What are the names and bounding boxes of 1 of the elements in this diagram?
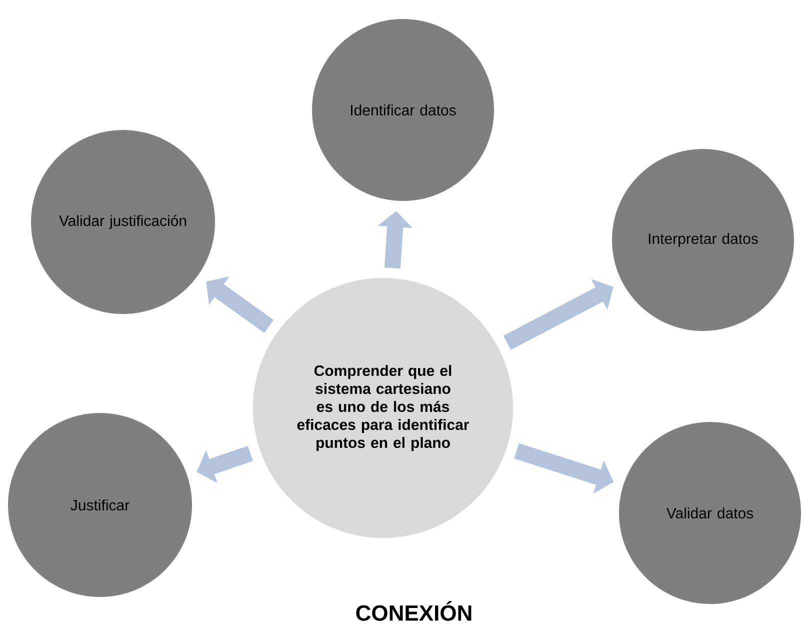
title: CONEXIÓN	[356, 601, 472, 621]
